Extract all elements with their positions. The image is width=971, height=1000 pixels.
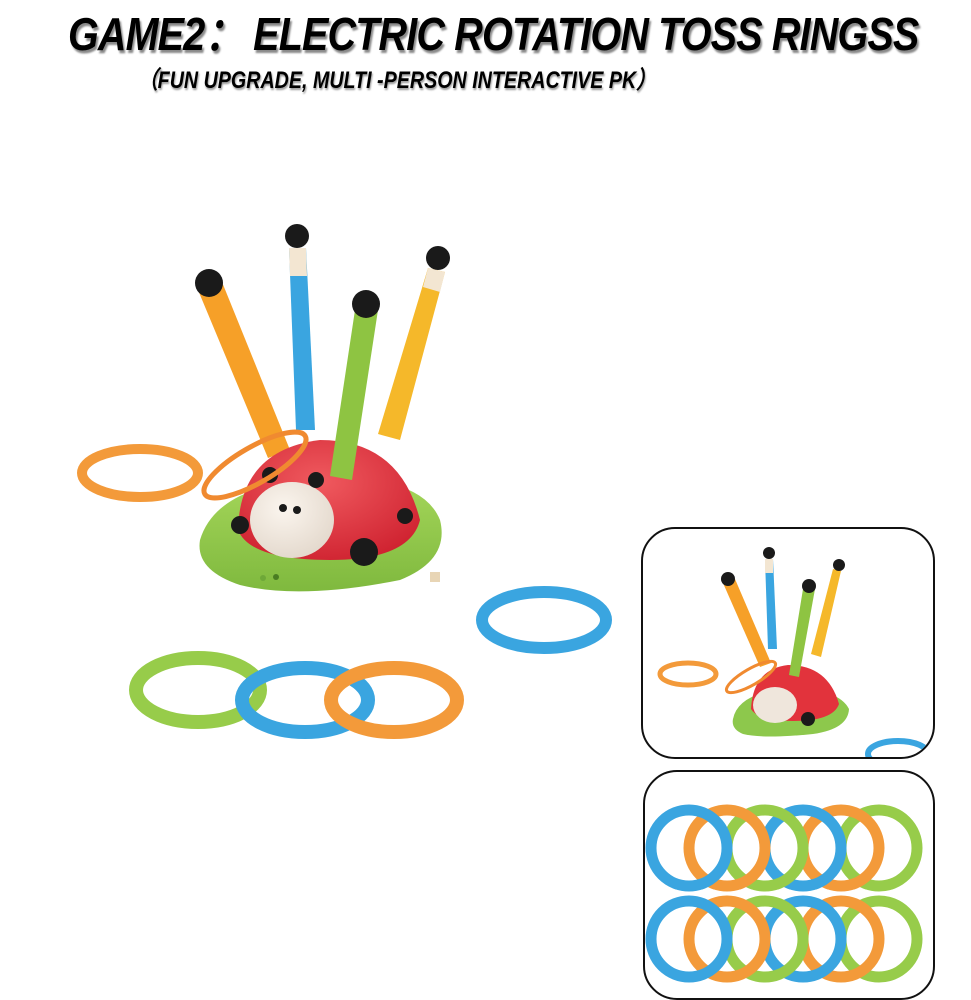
ring-green	[129, 651, 267, 729]
main-product-image	[77, 224, 612, 739]
thumbnail-toss-set[interactable]	[641, 527, 935, 759]
pole-yellow	[378, 246, 450, 440]
thumbnail-rings-set-image	[645, 804, 923, 983]
ladybug-face	[250, 482, 334, 558]
page-title: GAME2： ELECTRIC ROTATION TOSS RINGSS	[67, 8, 919, 60]
ring-orange-on-pole	[201, 429, 309, 501]
thumbnail-rings-set[interactable]	[643, 770, 935, 1000]
ring-orange-left	[77, 444, 203, 502]
ring-blue-right	[476, 586, 612, 654]
pole-blue	[285, 224, 315, 430]
page-subtitle: （FUN UPGRADE, MULTI -PERSON INTERACTIVE …	[138, 67, 656, 94]
ring-orange	[324, 661, 464, 739]
ring-blue	[235, 661, 375, 739]
pole-orange	[195, 269, 290, 458]
pole-green	[330, 290, 380, 480]
thumbnail-toss-set-image	[657, 547, 931, 757]
